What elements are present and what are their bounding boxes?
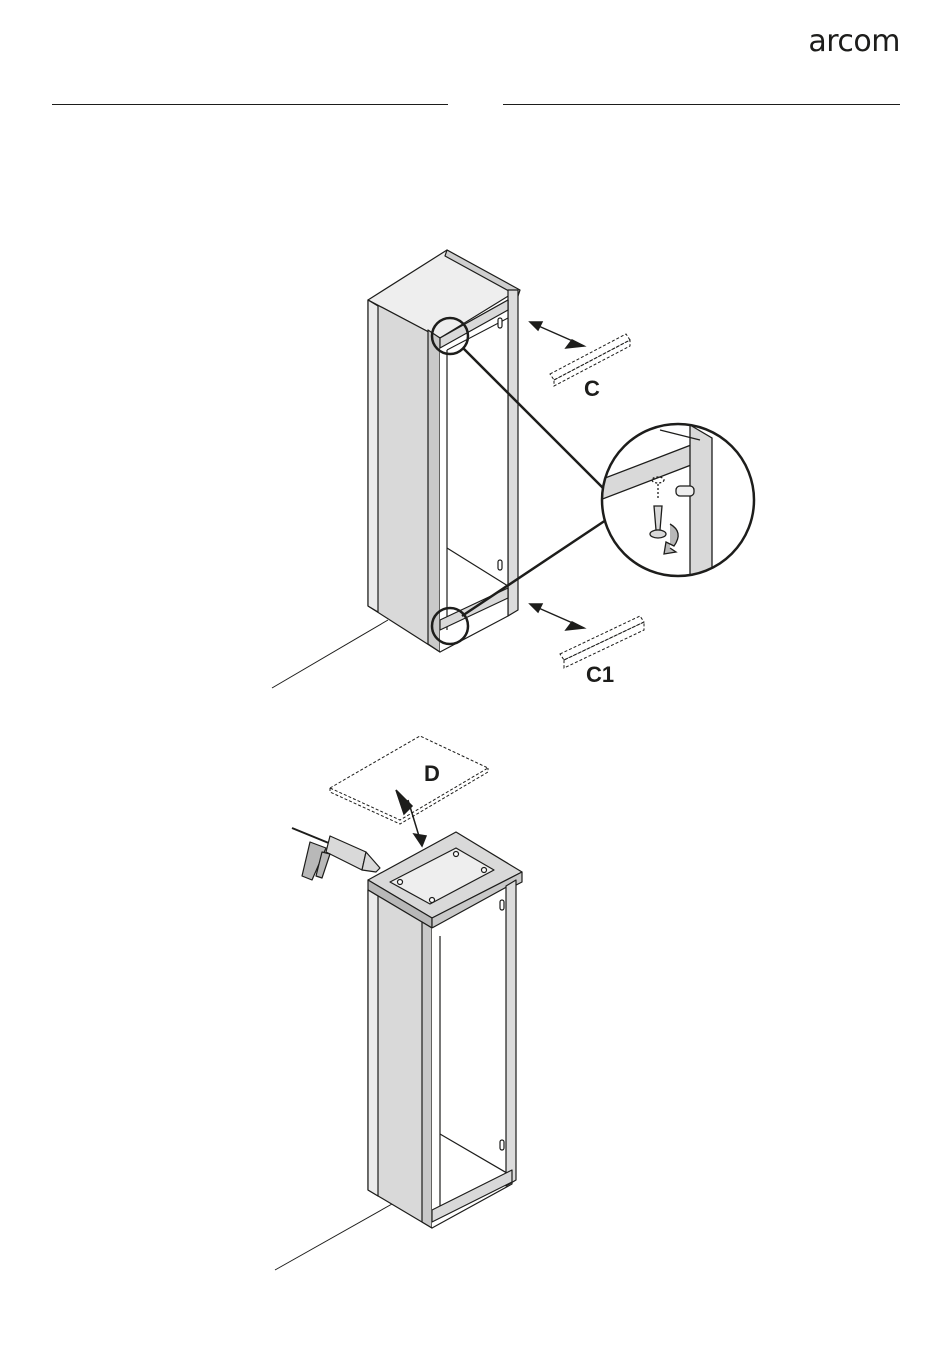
part-c-label: C [584,376,600,401]
insert-arrow-icon [530,322,584,348]
floor-line [272,620,388,688]
part-c1-label: C1 [586,662,614,687]
cabinet-bottom [275,832,522,1270]
cabinet-top [272,250,520,688]
caulk-gun-icon [292,828,380,880]
zoom-detail [600,424,754,600]
panel-d [330,736,488,824]
part-d-label: D [424,761,440,786]
front-upright [508,290,518,616]
